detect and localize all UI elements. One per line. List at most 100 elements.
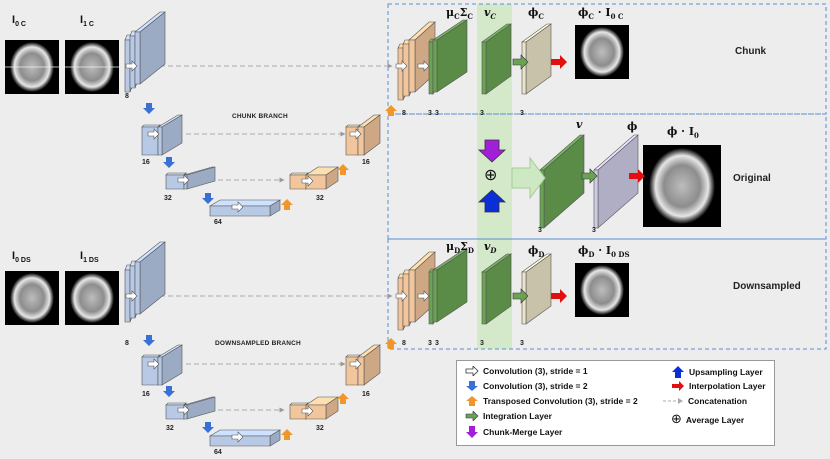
phi-chunk: ϕC (528, 6, 544, 22)
channel-count: 32 (166, 425, 174, 432)
input-label-i0ds: I0 DS (12, 250, 31, 265)
decoder-layer (397, 277, 404, 331)
encoder-layer (161, 344, 183, 386)
phi-i-chunk: ϕC · I0 C (578, 6, 624, 22)
decoder-layer (408, 39, 416, 93)
channel-count: 16 (362, 391, 370, 398)
input-label-i1c: I1 C (80, 14, 94, 29)
legend-conv1: Convolution (3), stride = 1 (465, 366, 588, 376)
white-arrow-icon (417, 290, 430, 302)
white-arrow-icon (395, 290, 408, 302)
dashed-arrow-icon (663, 398, 683, 404)
white-arrow-icon (147, 358, 160, 370)
decoder-layer (397, 47, 404, 101)
mu-sigma-layer (436, 19, 468, 93)
white-arrow-icon (125, 290, 138, 302)
encoder-layer (161, 114, 183, 156)
mu-sigma-layer (432, 269, 438, 323)
encoder-layer (157, 356, 163, 386)
velocity-layer (539, 169, 545, 229)
mu-sigma-ds: μDΣD (446, 240, 474, 256)
upsampling-arrow (477, 189, 507, 213)
integration-arrows (512, 54, 598, 304)
encoder-layer (157, 126, 163, 156)
white-arrow-icon (147, 128, 160, 140)
decoder-layer (402, 43, 410, 97)
legend-integration: Integration Layer (465, 411, 552, 421)
white-arrow-icon (177, 174, 190, 186)
mu-sigma-chunk: μCΣC (446, 6, 473, 22)
channel-count: 3 (480, 110, 484, 117)
input-label-i0c: I0 C (12, 14, 26, 29)
original-row-box (387, 113, 827, 240)
encoder-layer (134, 261, 141, 315)
channel-count: 8 (402, 340, 406, 347)
deformation-layer (521, 41, 527, 95)
v-original: v (576, 118, 583, 131)
decoder-layer (408, 269, 416, 323)
legend-merge: Chunk-Merge Layer (465, 426, 562, 438)
channel-count: 8 (125, 340, 129, 347)
white-arrow-icon (231, 201, 244, 213)
orange-up-arrow-icon (466, 396, 478, 406)
channel-count: 32 (316, 425, 324, 432)
white-arrow-icon (231, 431, 244, 443)
mu-sigma-layer (432, 39, 438, 93)
encoder-layer (209, 435, 271, 447)
mu-sigma-layer (436, 249, 468, 323)
channel-count: 3 (520, 340, 524, 347)
channel-count: 64 (214, 449, 222, 456)
white-arrow-icon (301, 175, 314, 187)
blue-down-arrow-icon (466, 381, 478, 391)
channel-count: 16 (362, 159, 370, 166)
channel-count: 3 (428, 340, 432, 347)
deformation-layer (525, 23, 552, 95)
channel-count: 3 (480, 340, 484, 347)
v-ds: vD (484, 240, 497, 256)
channel-count: 3 (592, 227, 596, 234)
downsampled-row-box (387, 238, 827, 350)
upsample-conv-arrows (281, 105, 397, 440)
white-arrow-icon (349, 128, 362, 140)
decoder-layer (305, 174, 327, 190)
average-icon: ⊕ (671, 412, 682, 427)
white-arrow-icon (301, 405, 314, 417)
decoder-layer (357, 126, 365, 156)
velocity-layer (481, 41, 487, 95)
deformation-layer (525, 253, 552, 325)
legend-concatenation: Concatenation (662, 396, 747, 406)
average-layer-symbol: ⊕ (484, 165, 498, 184)
blue-up-arrow-icon (672, 366, 684, 378)
downsample-arrows (143, 103, 214, 433)
phi-original: ϕ (627, 120, 638, 133)
channel-count: 32 (316, 195, 324, 202)
white-arrow-icon (417, 60, 430, 72)
decoder-layer (357, 356, 365, 386)
encoder-layer (209, 205, 271, 217)
input-label-i1ds: I1 DS (80, 250, 99, 265)
channel-count: 32 (164, 195, 172, 202)
white-arrow-icon (177, 404, 190, 416)
legend: Convolution (3), stride = 1 Convolution … (456, 360, 775, 446)
legend-tconv: Transposed Convolution (3), stride = 2 (465, 396, 638, 406)
velocity-layer (481, 271, 487, 325)
channel-count: 64 (214, 219, 222, 226)
interpolation-arrows (551, 55, 645, 303)
channel-count: 3 (435, 340, 439, 347)
mu-sigma-layer (428, 271, 434, 325)
v-chunk: vC (484, 6, 496, 22)
channel-count: 8 (402, 110, 406, 117)
decoder-layer (305, 404, 327, 420)
legend-upsampling: Upsampling Layer (671, 366, 763, 378)
channel-count: 3 (538, 227, 542, 234)
merge-to-v-arrow (511, 156, 546, 200)
brain-images (5, 25, 721, 325)
encoder-layer (208, 429, 282, 437)
encoder-layer (134, 31, 141, 85)
row-label-downsampled: Downsampled (733, 281, 801, 292)
downsampled-branch-label: DOWNSAMPLED BRANCH (215, 340, 301, 347)
phi-i-ds: ϕD · I0 DS (578, 244, 630, 260)
white-arrow-icon (465, 366, 479, 376)
encoder-layer (139, 241, 166, 315)
